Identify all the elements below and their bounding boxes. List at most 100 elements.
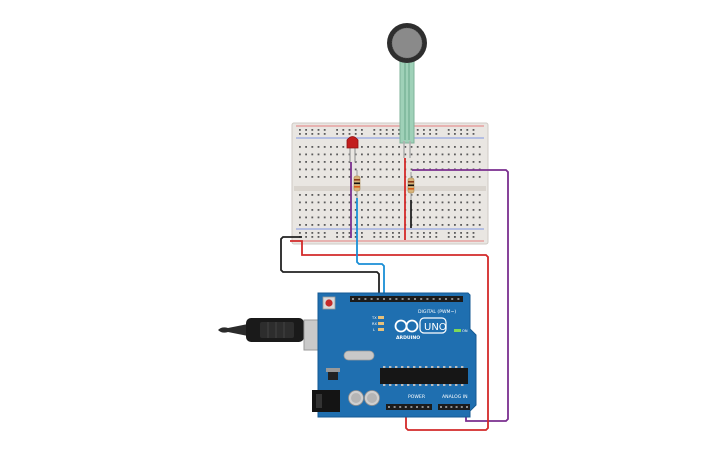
breadboard-hole (354, 209, 357, 211)
header-pin (455, 406, 458, 408)
breadboard-hole (478, 216, 481, 219)
resistor-band (354, 182, 360, 185)
breadboard-hole (435, 161, 438, 163)
breadboard-hole (392, 209, 394, 211)
breadboard-hole (336, 133, 338, 135)
header-pin (404, 406, 407, 408)
breadboard-hole (429, 209, 431, 211)
breadboard-hole (398, 224, 400, 226)
breadboard-hole (392, 133, 394, 135)
breadboard-hole (367, 153, 369, 156)
header-pin (451, 298, 454, 300)
breadboard-hole (305, 194, 307, 196)
chip-pin (443, 366, 446, 368)
breadboard-hole (460, 129, 462, 131)
led-body (346, 136, 359, 149)
breadboard-hole (429, 201, 431, 204)
breadboard-hole (323, 194, 326, 196)
crystal-oscillator (343, 350, 375, 361)
chip-pin (431, 384, 434, 386)
breadboard-hole (423, 224, 425, 226)
breadboard-hole (441, 153, 444, 156)
breadboard[interactable] (291, 122, 489, 245)
breadboard-hole (447, 153, 450, 156)
breadboard-hole (447, 161, 450, 163)
breadboard-hole (435, 201, 438, 204)
header-pin (466, 406, 468, 408)
breadboard-hole (398, 161, 400, 163)
breadboard-hole (472, 153, 475, 156)
chip-pin (449, 366, 452, 368)
breadboard-hole (361, 236, 363, 238)
breadboard-hole (398, 129, 400, 131)
breadboard-hole (336, 224, 338, 226)
breadboard-hole (429, 224, 431, 226)
breadboard-hole (305, 153, 307, 156)
breadboard-hole (311, 194, 314, 196)
arduino-logo: ARDUINO (394, 319, 420, 341)
breadboard-hole (478, 146, 481, 148)
header-pin (364, 298, 367, 300)
breadboard-hole (323, 161, 326, 163)
breadboard-hole (429, 232, 431, 234)
breadboard-hole (472, 161, 475, 163)
sensor-pad (392, 28, 422, 58)
breadboard-hole (435, 146, 438, 148)
led-icon[interactable] (346, 136, 359, 163)
wire-red-5v[interactable] (290, 240, 489, 431)
arduino-uno-board[interactable]: DIGITAL (PWM~) TX RX L ARDUINO UNO ON (312, 292, 477, 418)
breadboard-hole (454, 133, 456, 135)
breadboard-hole (379, 153, 382, 156)
chip-pin (413, 384, 416, 386)
breadboard-hole (466, 232, 469, 234)
breadboard-hole (392, 153, 394, 156)
breadboard-hole (466, 153, 469, 156)
wire-black-gnd[interactable] (280, 236, 380, 296)
breadboard-hole (478, 161, 481, 163)
header-pin (460, 406, 463, 408)
breadboard-hole (373, 146, 376, 148)
header-pin (426, 298, 429, 300)
breadboard-hole (466, 201, 469, 204)
header-pin (432, 298, 435, 300)
breadboard-hole (367, 146, 369, 148)
breadboard-hole (354, 161, 357, 163)
header-pin (388, 406, 390, 408)
breadboard-hole (416, 176, 419, 178)
breadboard-hole (336, 209, 338, 211)
breadboard-hole (361, 153, 363, 156)
header-pin (440, 406, 442, 408)
breadboard-hole (354, 129, 357, 131)
breadboard-hole (361, 161, 363, 163)
breadboard-hole (373, 161, 376, 163)
wire-purple-a0[interactable] (412, 169, 509, 422)
capacitor-top (367, 393, 377, 403)
breadboard-hole (299, 168, 301, 171)
breadboard-hole (416, 133, 419, 135)
breadboard-hole (311, 201, 314, 204)
wire-blue-digital[interactable] (356, 198, 385, 296)
header-pin (445, 406, 448, 408)
header-pin (399, 406, 402, 408)
breadboard-hole (311, 161, 314, 163)
breadboard-hole (342, 161, 345, 163)
chip-pin (407, 384, 410, 386)
resistor-icon[interactable] (353, 170, 361, 198)
breadboard-hole (423, 216, 425, 219)
breadboard-hole (373, 232, 376, 234)
breadboard-hole (472, 232, 475, 234)
breadboard-hole (472, 146, 475, 148)
force-sensor-icon[interactable] (387, 23, 427, 158)
chip-pin (461, 384, 464, 386)
resistor-icon[interactable] (407, 172, 415, 200)
breadboard-hole (447, 146, 450, 148)
chip-pins (383, 366, 464, 386)
breadboard-hole (423, 133, 425, 135)
breadboard-hole (466, 216, 469, 219)
breadboard-hole (410, 153, 413, 156)
breadboard-hole (361, 176, 363, 178)
breadboard-hole (299, 232, 301, 234)
breadboard-hole (392, 232, 394, 234)
breadboard-hole (373, 133, 376, 135)
breadboard-hole (385, 153, 388, 156)
